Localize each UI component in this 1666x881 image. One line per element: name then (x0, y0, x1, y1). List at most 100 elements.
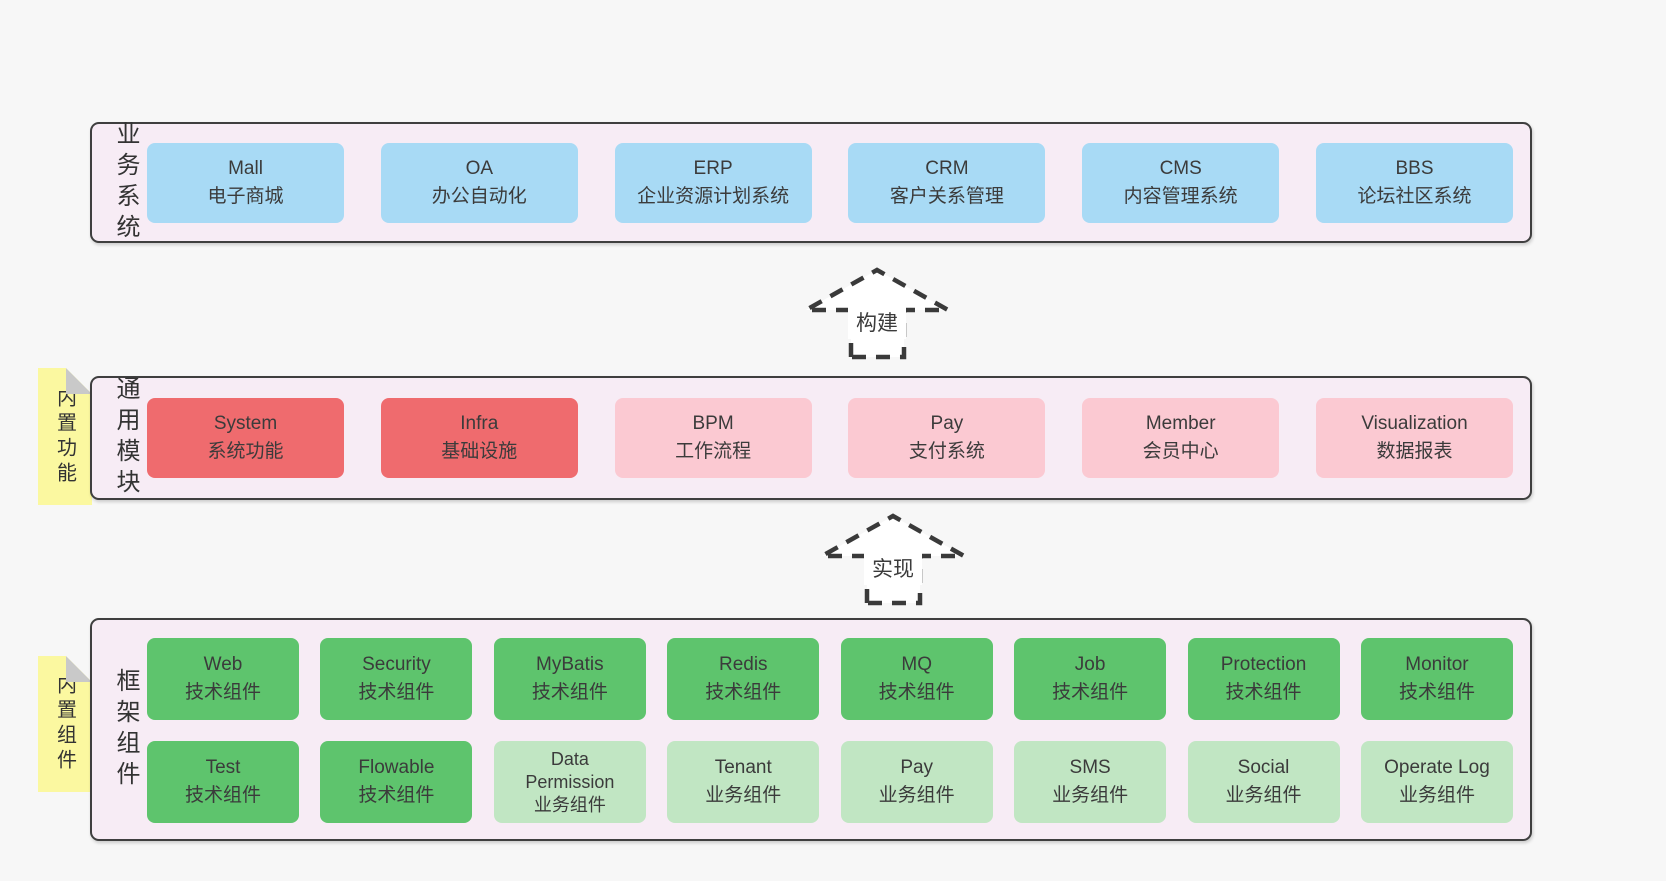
box-subtitle: 数据报表 (1376, 441, 1453, 462)
box-tenant: Tenant 业务组件 (667, 741, 820, 823)
box-title: ERP (693, 157, 733, 179)
box-subtitle: 支付系统 (908, 441, 985, 462)
box-subtitle: 技术组件 (705, 682, 782, 703)
box-subtitle: 技术组件 (1052, 682, 1129, 703)
box-title: Web (203, 654, 243, 675)
band-common-modules: 通用模块 System 系统功能 Infra 基础设施 BPM 工作流程 Pay… (90, 376, 1532, 500)
sticky-note-label: 内置功能 (53, 386, 76, 487)
box-title: Social (1237, 757, 1290, 778)
arrow-label: 构建 (856, 312, 898, 335)
box-operate-log: Operate Log 业务组件 (1360, 741, 1513, 823)
box-subtitle: 内容管理系统 (1123, 185, 1238, 207)
box-data-permission: Data Permission 业务组件 (493, 741, 646, 823)
box-redis: Redis 技术组件 (667, 638, 820, 720)
box-title: SMS (1069, 757, 1111, 778)
box-title: MQ (901, 654, 932, 675)
box-subtitle: 业务组件 (705, 785, 782, 806)
box-subtitle: 业务组件 (1398, 785, 1475, 806)
band-label-common-modules: 通用模块 (112, 376, 139, 500)
fold-corner-icon (66, 368, 92, 394)
box-subtitle: 会员中心 (1142, 441, 1219, 462)
build-arrow-icon: 构建 (797, 267, 957, 360)
common-modules-row: System 系统功能 Infra 基础设施 BPM 工作流程 Pay 支付系统… (147, 378, 1513, 498)
box-title: Monitor (1405, 654, 1469, 675)
box-subtitle: 业务组件 (533, 794, 606, 815)
box-web: Web 技术组件 (147, 638, 299, 720)
box-erp: ERP 企业资源计划系统 (614, 142, 812, 223)
box-cms: CMS 内容管理系统 (1082, 142, 1280, 223)
box-pay-module: Pay 支付系统 (848, 398, 1046, 478)
box-sms: SMS 业务组件 (1014, 741, 1167, 823)
box-pay-component: Pay 业务组件 (840, 741, 993, 823)
box-title: Pay (930, 413, 964, 434)
band-label-framework-components: 框架组件 (112, 667, 139, 792)
box-title: Security (362, 654, 431, 675)
arrow-label: 实现 (872, 558, 914, 581)
arrow-label-bg (864, 553, 922, 585)
box-title: Mall (228, 157, 263, 179)
box-title: Protection (1220, 654, 1307, 675)
box-subtitle: 技术组件 (358, 785, 435, 806)
box-mybatis: MyBatis 技术组件 (493, 638, 646, 720)
box-title: Tenant (714, 757, 772, 778)
box-mall: Mall 电子商城 (147, 142, 344, 223)
box-subtitle: 业务组件 (1052, 785, 1129, 806)
band-business-systems: 业务系统 Mall 电子商城 OA 办公自动化 ERP 企业资源计划系统 CRM… (90, 120, 1532, 245)
box-bbs: BBS 论坛社区系统 (1315, 142, 1513, 223)
box-subtitle: 技术组件 (1398, 682, 1475, 703)
box-subtitle: 电子商城 (207, 185, 284, 207)
box-subtitle: 客户关系管理 (889, 185, 1004, 207)
framework-components-rows: Web 技术组件 Security 技术组件 MyBatis 技术组件 Redi… (147, 638, 1513, 823)
box-system: System 系统功能 (147, 398, 344, 478)
box-bpm: BPM 工作流程 (614, 398, 812, 478)
box-monitor: Monitor 技术组件 (1360, 638, 1513, 720)
box-title: Job (1074, 654, 1106, 675)
box-title: Redis (718, 654, 768, 675)
box-protection: Protection 技术组件 (1187, 638, 1340, 720)
box-subtitle: 论坛社区系统 (1357, 185, 1472, 207)
box-oa: OA 办公自动化 (380, 142, 578, 223)
box-flowable: Flowable 技术组件 (320, 741, 473, 823)
fold-corner-icon (66, 656, 92, 682)
arrow-label-bg (848, 307, 906, 339)
box-mq: MQ 技术组件 (840, 638, 993, 720)
box-member: Member 会员中心 (1082, 398, 1280, 478)
box-title: BPM (692, 413, 734, 434)
box-subtitle: 业务组件 (1225, 785, 1302, 806)
box-title: Operate Log (1384, 757, 1490, 778)
box-title: BBS (1395, 157, 1434, 179)
box-subtitle: 业务组件 (878, 785, 955, 806)
box-title: CRM (925, 157, 969, 179)
box-title: CMS (1159, 157, 1202, 179)
box-title: Data Permission (525, 748, 615, 792)
box-social: Social 业务组件 (1187, 741, 1340, 823)
sticky-note-builtin-components: 内置组件 (38, 656, 92, 792)
box-crm: CRM 客户关系管理 (848, 142, 1046, 223)
box-subtitle: 技术组件 (531, 682, 608, 703)
framework-row-2: Test 技术组件 Flowable 技术组件 Data Permission … (147, 741, 1513, 823)
box-subtitle: 工作流程 (675, 441, 752, 462)
box-security: Security 技术组件 (320, 638, 473, 720)
box-visualization: Visualization 数据报表 (1315, 398, 1513, 478)
box-subtitle: 技术组件 (184, 682, 261, 703)
implement-arrow-icon: 实现 (813, 513, 973, 606)
box-subtitle: 系统功能 (207, 441, 284, 462)
band-label-business-systems: 业务系统 (112, 120, 139, 245)
box-title: Test (205, 757, 241, 778)
box-title: MyBatis (536, 654, 604, 675)
box-job: Job 技术组件 (1014, 638, 1167, 720)
box-subtitle: 技术组件 (358, 682, 435, 703)
box-title: System (213, 413, 278, 434)
box-subtitle: 基础设施 (441, 441, 518, 462)
box-title: OA (465, 157, 494, 179)
framework-row-1: Web 技术组件 Security 技术组件 MyBatis 技术组件 Redi… (147, 638, 1513, 720)
box-infra: Infra 基础设施 (380, 398, 578, 478)
box-test: Test 技术组件 (147, 741, 299, 823)
sticky-note-label: 内置组件 (53, 674, 76, 774)
box-title: Pay (900, 757, 934, 778)
box-subtitle: 技术组件 (184, 785, 261, 806)
box-subtitle: 办公自动化 (431, 185, 527, 207)
business-systems-row: Mall 电子商城 OA 办公自动化 ERP 企业资源计划系统 CRM 客户关系… (147, 124, 1513, 241)
box-subtitle: 企业资源计划系统 (637, 185, 790, 207)
